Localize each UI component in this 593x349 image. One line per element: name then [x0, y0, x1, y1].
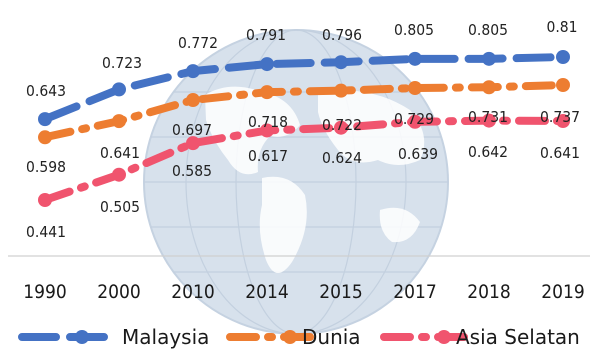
- data-label: 0.722: [322, 116, 362, 134]
- legend-item-asia-selatan: Asia Selatan: [380, 325, 580, 349]
- series-dunia: [38, 78, 570, 145]
- data-label: 0.642: [468, 143, 508, 161]
- data-label: 0.585: [172, 162, 212, 180]
- legend-item-malaysia: Malaysia: [18, 325, 209, 349]
- x-tick-label: 2017: [393, 281, 437, 303]
- data-point: [334, 120, 348, 135]
- data-point: [334, 55, 348, 70]
- legend-swatch-marker: [75, 330, 89, 344]
- data-point: [38, 193, 52, 207]
- data-point: [112, 114, 126, 129]
- data-label: 0.805: [394, 21, 434, 39]
- data-point: [38, 112, 52, 127]
- data-label: 0.772: [178, 34, 218, 52]
- data-point: [482, 51, 496, 66]
- data-point: [260, 85, 274, 100]
- legend-item-dunia: Dunia: [226, 325, 361, 349]
- data-point: [408, 81, 422, 96]
- data-label: 0.737: [540, 108, 580, 126]
- data-point: [186, 136, 200, 151]
- x-tick-label: 1990: [23, 281, 67, 303]
- series-malaysia: [38, 50, 570, 127]
- series-line: [41, 81, 567, 142]
- series-asia-selatan: [38, 113, 570, 207]
- legend: Malaysia Dunia Asia Selatan: [18, 325, 580, 349]
- globe-landmass: [259, 176, 307, 274]
- legend-swatch-marker: [283, 330, 297, 344]
- data-point: [408, 114, 422, 129]
- data-point: [334, 83, 348, 98]
- data-point: [260, 57, 274, 72]
- x-tick-label: 2018: [467, 281, 511, 303]
- data-point: [482, 113, 496, 128]
- data-label: 0.697: [172, 121, 212, 139]
- x-tick-label: 2010: [171, 281, 215, 303]
- data-label: 0.805: [468, 21, 508, 39]
- data-label: 0.81: [546, 18, 577, 36]
- data-point: [556, 78, 570, 92]
- data-label: 0.723: [102, 54, 142, 72]
- data-label: 0.791: [246, 26, 286, 44]
- x-tick-label: 2000: [97, 281, 141, 303]
- data-point: [260, 123, 274, 138]
- data-label: 0.441: [26, 223, 66, 241]
- data-label: 0.617: [248, 147, 288, 165]
- legend-label: Dunia: [302, 325, 361, 349]
- data-label: 0.624: [322, 149, 362, 167]
- data-point: [112, 82, 126, 97]
- globe-landmass: [379, 207, 420, 243]
- x-tick-label: 2014: [245, 281, 289, 303]
- x-tick-labels: 1990 2000 2010 2014 2015 2017 2018 2019: [23, 281, 585, 303]
- data-point: [186, 93, 200, 108]
- data-point: [556, 50, 570, 64]
- legend-label: Malaysia: [122, 325, 209, 349]
- data-label: 0.639: [398, 145, 438, 163]
- legend-swatch-marker: [437, 330, 451, 344]
- data-labels: 0.643 0.723 0.772 0.791 0.796 0.805 0.805 0.81 0…: [26, 18, 580, 241]
- data-label: 0.731: [468, 108, 508, 126]
- data-label: 0.505: [100, 198, 140, 216]
- data-label: 0.641: [540, 144, 580, 162]
- data-point: [556, 114, 570, 128]
- x-tick-label: 2015: [319, 281, 363, 303]
- data-label: 0.598: [26, 158, 66, 176]
- data-label: 0.641: [100, 144, 140, 162]
- series-line: [41, 53, 567, 124]
- data-label: 0.643: [26, 82, 66, 100]
- data-point: [482, 80, 496, 95]
- x-tick-label: 2019: [541, 281, 585, 303]
- series-lines: [38, 50, 570, 207]
- data-point: [186, 64, 200, 79]
- data-label: 0.718: [248, 113, 288, 131]
- data-point: [112, 167, 126, 182]
- data-label: 0.796: [322, 26, 362, 44]
- legend-label: Asia Selatan: [456, 325, 580, 349]
- data-point: [408, 51, 422, 66]
- data-point: [38, 130, 52, 145]
- series-line: [41, 116, 567, 204]
- data-label: 0.729: [394, 110, 434, 128]
